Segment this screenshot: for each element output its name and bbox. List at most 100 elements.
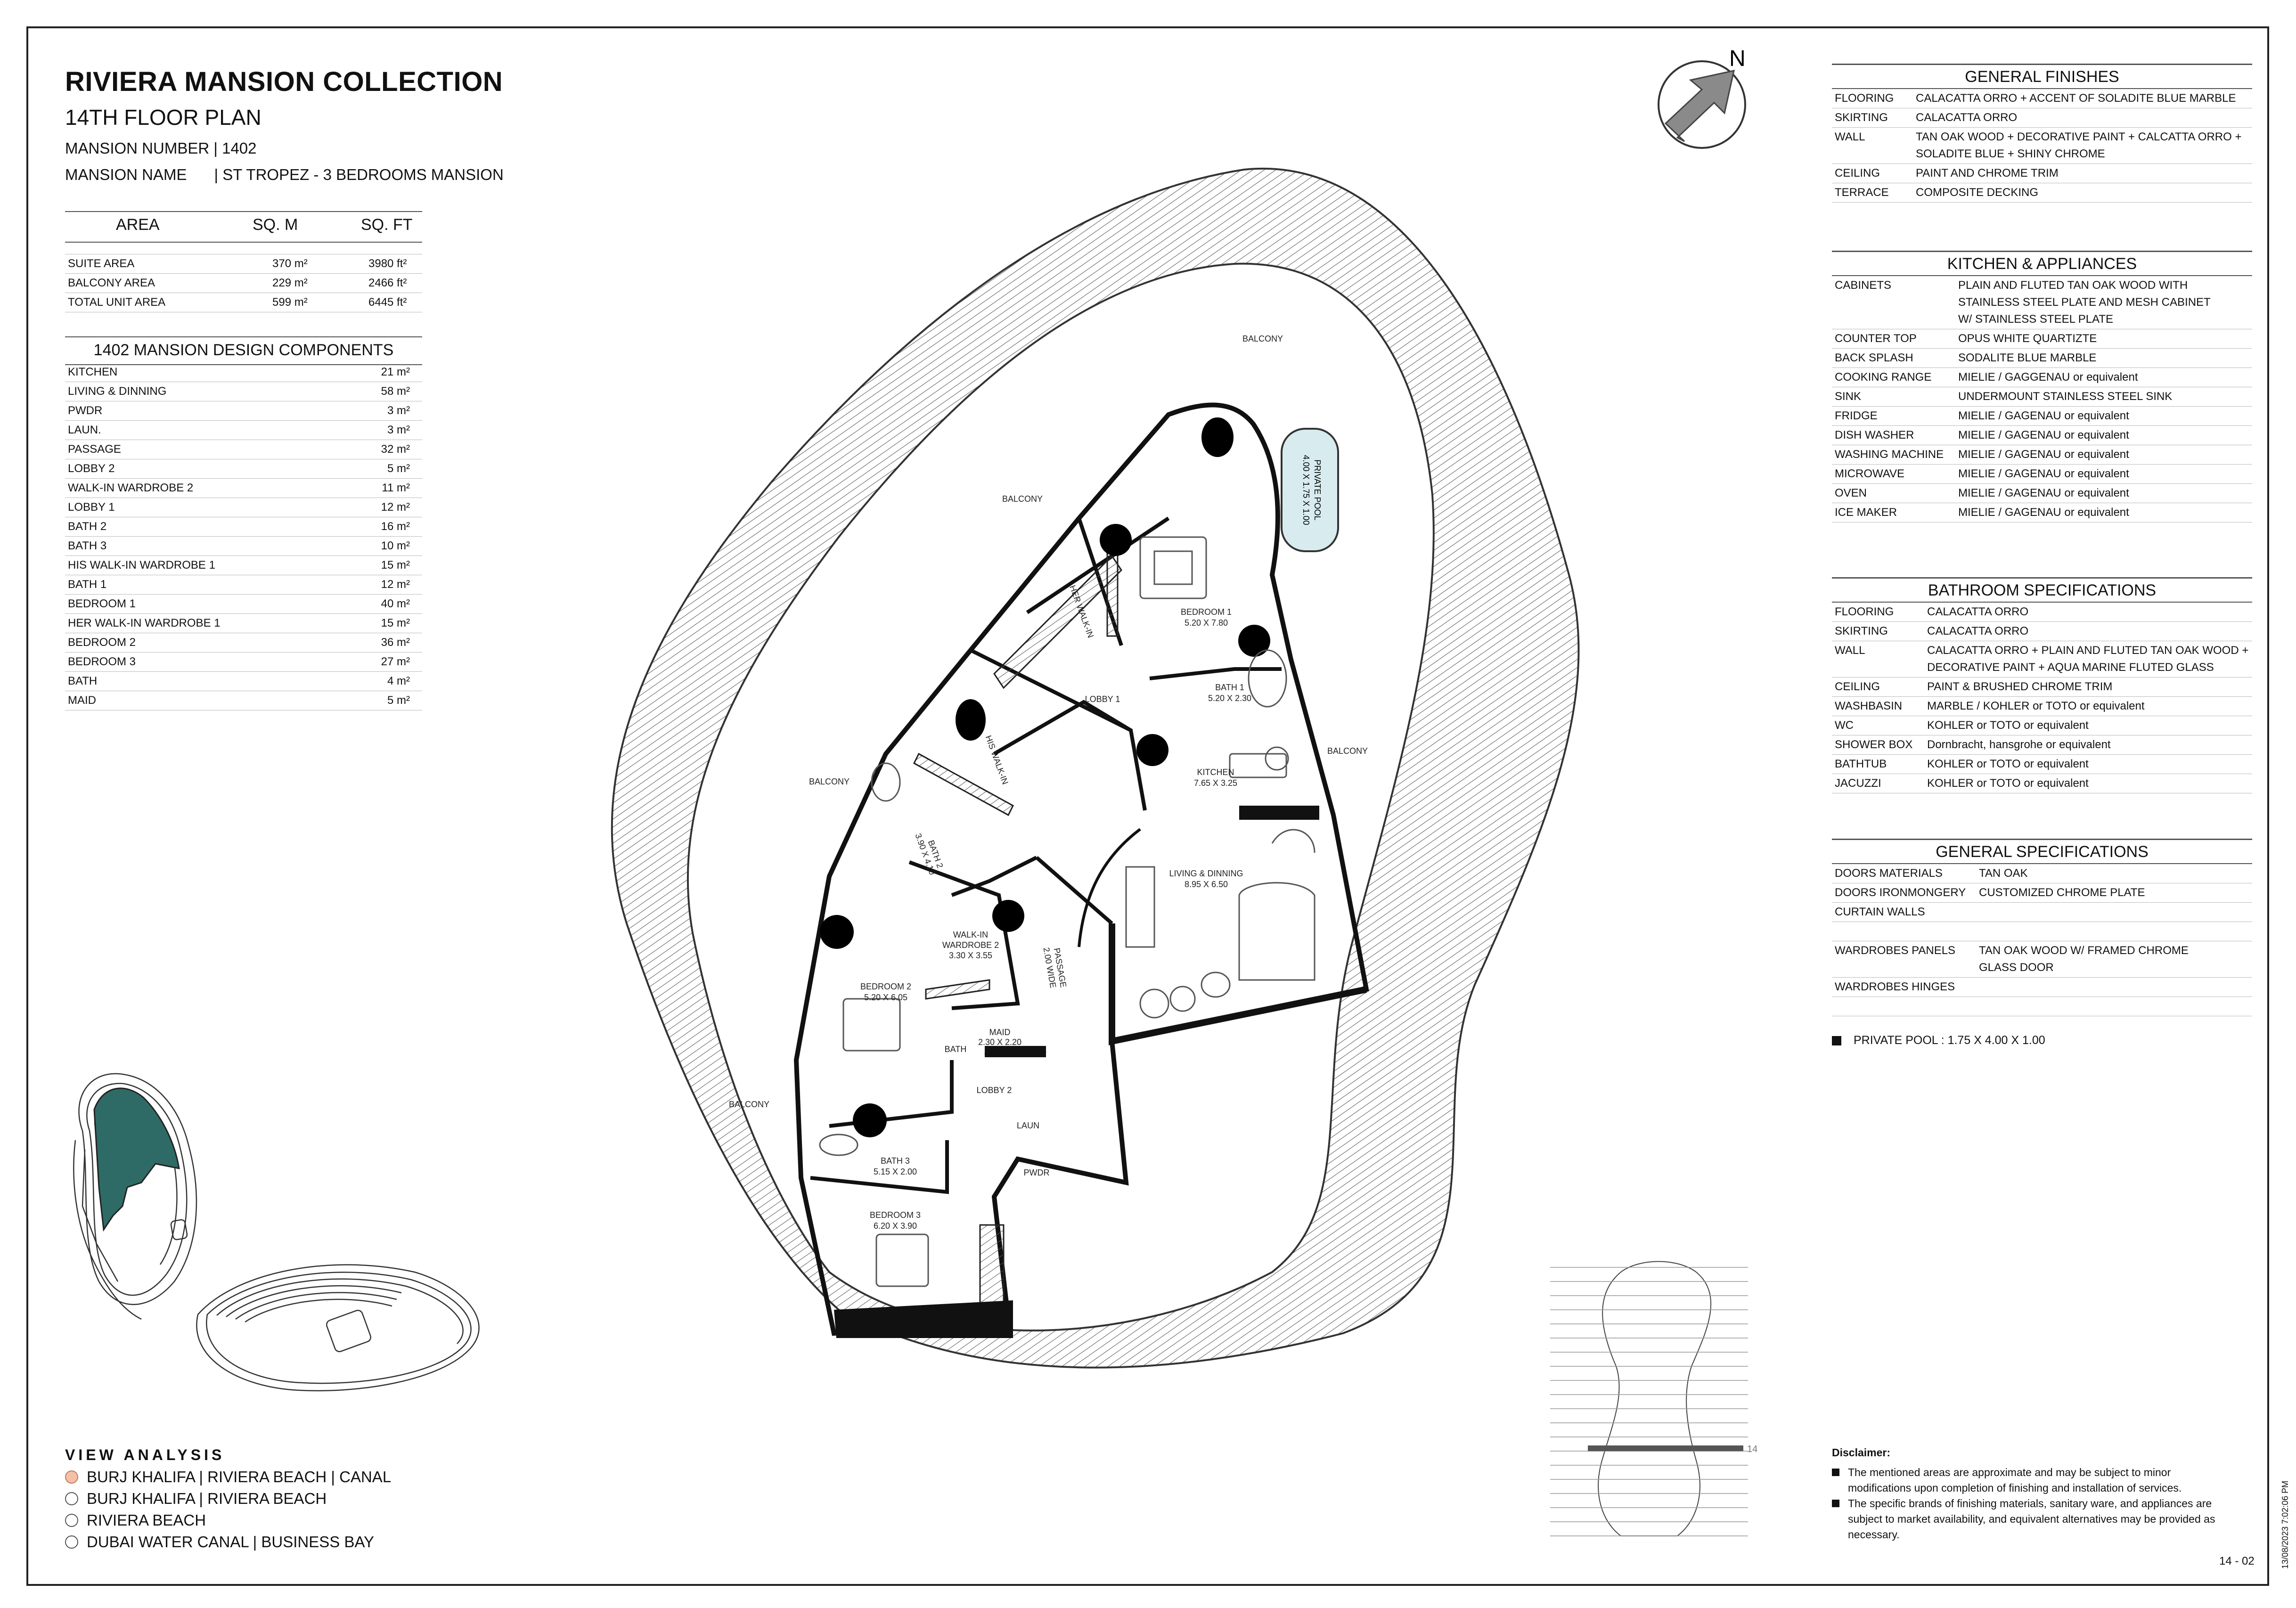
bedroom1-label: BEDROOM 1 bbox=[1181, 607, 1232, 617]
radio-icon[interactable] bbox=[65, 1514, 78, 1527]
bedroom3-dim: 6.20 X 3.90 bbox=[874, 1221, 917, 1231]
disclaimer-text: The specific brands of finishing materia… bbox=[1848, 1497, 2215, 1541]
list-item: The specific brands of finishing materia… bbox=[1832, 1496, 2218, 1543]
laun-label: LAUN bbox=[1017, 1121, 1039, 1130]
table-row bbox=[1832, 922, 2252, 941]
date-stamp: 13/08/2023 7:02:06 PM bbox=[2280, 1480, 2290, 1569]
bullet-square-icon bbox=[1832, 1500, 1839, 1507]
radio-icon[interactable] bbox=[65, 1535, 78, 1549]
radio-icon[interactable] bbox=[65, 1492, 78, 1505]
maid-label: MAID bbox=[989, 1028, 1011, 1037]
wardrobe-hatching bbox=[913, 536, 1122, 1325]
area-header: AREA bbox=[65, 211, 253, 243]
pool-label: PRIVATE POOL bbox=[1313, 459, 1322, 520]
radio-selected-icon[interactable] bbox=[65, 1470, 78, 1484]
bath-label: BATH bbox=[945, 1045, 967, 1054]
area-sqm: 370 m² bbox=[253, 254, 361, 274]
bullet-square-icon bbox=[1832, 1036, 1841, 1046]
kitchen-dim: 7.65 X 3.25 bbox=[1194, 778, 1237, 788]
disclaimer: Disclaimer: The mentioned areas are appr… bbox=[1832, 1446, 2218, 1543]
project-title: RIVIERA MANSION COLLECTION bbox=[65, 66, 503, 97]
view-option-label: BURJ KHALIFA | RIVIERA BEACH bbox=[87, 1490, 327, 1507]
building-elevation-key bbox=[1550, 1261, 1748, 1536]
view-option[interactable]: BURJ KHALIFA | RIVIERA BEACH bbox=[65, 1490, 327, 1508]
view-option[interactable]: RIVIERA BEACH bbox=[65, 1511, 206, 1529]
current-level-marker bbox=[1588, 1445, 1743, 1451]
floor-plan-subtitle: 14TH FLOOR PLAN bbox=[65, 105, 261, 130]
north-arrow-icon: N bbox=[1658, 46, 1746, 149]
furniture bbox=[819, 536, 1316, 1287]
bath1-dim: 5.20 X 2.30 bbox=[1208, 694, 1251, 703]
area-sqm: 229 m² bbox=[253, 273, 361, 293]
sqft-header: SQ. FT bbox=[361, 211, 422, 243]
balcony-label: BALCONY bbox=[729, 1100, 769, 1109]
table-row: BALCONY AREA 229 m² 2466 ft² bbox=[65, 273, 422, 293]
lobby1-label: LOBBY 1 bbox=[1085, 694, 1120, 704]
bath3-label: BATH 3 bbox=[881, 1156, 910, 1166]
level-marker-label: 14 bbox=[1747, 1444, 1757, 1454]
section-title: BATHROOM SPECIFICATIONS bbox=[1832, 577, 2252, 603]
north-label: N bbox=[1729, 46, 1746, 71]
columns bbox=[820, 417, 1270, 1137]
private-pool: PRIVATE POOL 4.00 X 1.75 X 1.00 bbox=[1281, 428, 1339, 552]
view-option-label: RIVIERA BEACH bbox=[87, 1511, 206, 1529]
area-sqft: 6445 ft² bbox=[361, 293, 422, 312]
table-row: WARDROBES HINGES bbox=[1832, 978, 2252, 997]
table-row: TOTAL UNIT AREA 599 m² 6445 ft² bbox=[65, 293, 422, 312]
balcony-label: BALCONY bbox=[1242, 334, 1283, 343]
bath1-label: BATH 1 bbox=[1215, 683, 1244, 692]
view-option[interactable]: DUBAI WATER CANAL | BUSINESS BAY bbox=[65, 1533, 374, 1551]
table-row: CURTAIN WALLS bbox=[1832, 903, 2252, 922]
wiw2-label: WARDROBE 2 bbox=[942, 940, 999, 950]
bedroom1-dim: 5.20 X 7.80 bbox=[1185, 618, 1228, 628]
pool-note-text: PRIVATE POOL : 1.75 X 4.00 X 1.00 bbox=[1854, 1034, 2045, 1047]
balcony-label: BALCONY bbox=[1002, 494, 1043, 504]
bath3-dim: 5.15 X 2.00 bbox=[874, 1167, 917, 1176]
view-option[interactable]: BURJ KHALIFA | RIVIERA BEACH | CANAL bbox=[65, 1468, 391, 1486]
kitchen-label: KITCHEN bbox=[1197, 767, 1234, 777]
view-analysis-title: VIEW ANALYSIS bbox=[65, 1446, 225, 1463]
page-number: 14 - 02 bbox=[2219, 1555, 2255, 1567]
pool-dimension: 4.00 X 1.75 X 1.00 bbox=[1301, 455, 1311, 525]
components-title: 1402 MANSION DESIGN COMPONENTS bbox=[65, 336, 422, 365]
list-item: The mentioned areas are approximate and … bbox=[1832, 1465, 2218, 1496]
living-label: LIVING & DINNING bbox=[1169, 869, 1243, 878]
disclaimer-title: Disclaimer: bbox=[1832, 1446, 1891, 1459]
sheet-border bbox=[26, 26, 2269, 1586]
area-sqft: 3980 ft² bbox=[361, 254, 422, 274]
